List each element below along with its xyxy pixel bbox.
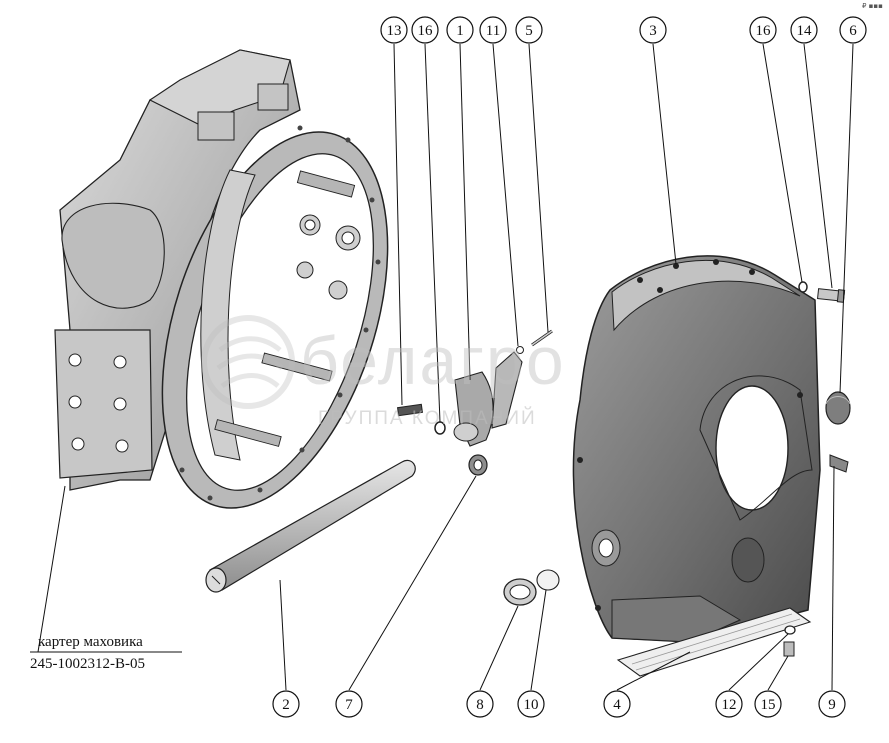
flywheel-housing [54, 49, 389, 509]
callout-6: 6 [839, 16, 867, 44]
callout-label: 10 [524, 697, 539, 713]
callout-label: 5 [525, 23, 533, 39]
callout-11: 11 [479, 16, 507, 44]
part-name: картер маховика [38, 634, 143, 650]
corner-mark: ₽ ▪▪▪ [862, 2, 883, 10]
callout-label: 15 [761, 697, 776, 713]
callout-12: 12 [715, 690, 743, 718]
callout-14: 14 [790, 16, 818, 44]
callout-label: 6 [849, 23, 857, 39]
watermark-subtitle: ГРУППА КОМПАНИЙ [318, 408, 537, 429]
part-number: 245-1002312-В-05 [30, 656, 145, 672]
callout-4: 4 [603, 690, 631, 718]
callout-16: 16 [749, 16, 777, 44]
callout-label: 7 [345, 697, 353, 713]
leader-lines [30, 43, 854, 691]
callout-7: 7 [335, 690, 363, 718]
callout-2: 2 [272, 690, 300, 718]
callout-label: 12 [722, 697, 737, 713]
callout-3: 3 [639, 16, 667, 44]
callout-10: 10 [517, 690, 545, 718]
clutch-housing-cover [572, 255, 821, 643]
callout-5: 5 [515, 16, 543, 44]
callouts: 13 16 1 11 5 3 16 14 6 2 7 8 10 4 12 15 … [272, 16, 867, 718]
callout-label: 9 [828, 697, 836, 713]
callout-1: 1 [446, 16, 474, 44]
callout-label: 2 [282, 697, 290, 713]
callout-label: 1 [456, 23, 464, 39]
callout-8: 8 [466, 690, 494, 718]
callout-label: 14 [797, 23, 813, 39]
callout-9: 9 [818, 690, 846, 718]
callout-label: 3 [649, 23, 657, 39]
watermark-brand: белагро [300, 323, 566, 399]
callout-label: 16 [418, 23, 434, 39]
callout-13: 13 [380, 16, 408, 44]
callout-15: 15 [754, 690, 782, 718]
callout-label: 16 [756, 23, 772, 39]
right-fasteners [798, 281, 851, 473]
release-fork-assembly [396, 329, 553, 476]
belagro-logo-icon [201, 315, 295, 409]
callout-label: 4 [613, 697, 621, 713]
lower-parts [503, 569, 812, 677]
callout-label: 11 [486, 23, 500, 39]
release-shaft [205, 459, 416, 593]
callout-16: 16 [411, 16, 439, 44]
callout-label: 13 [387, 23, 402, 39]
callout-label: 8 [476, 697, 484, 713]
